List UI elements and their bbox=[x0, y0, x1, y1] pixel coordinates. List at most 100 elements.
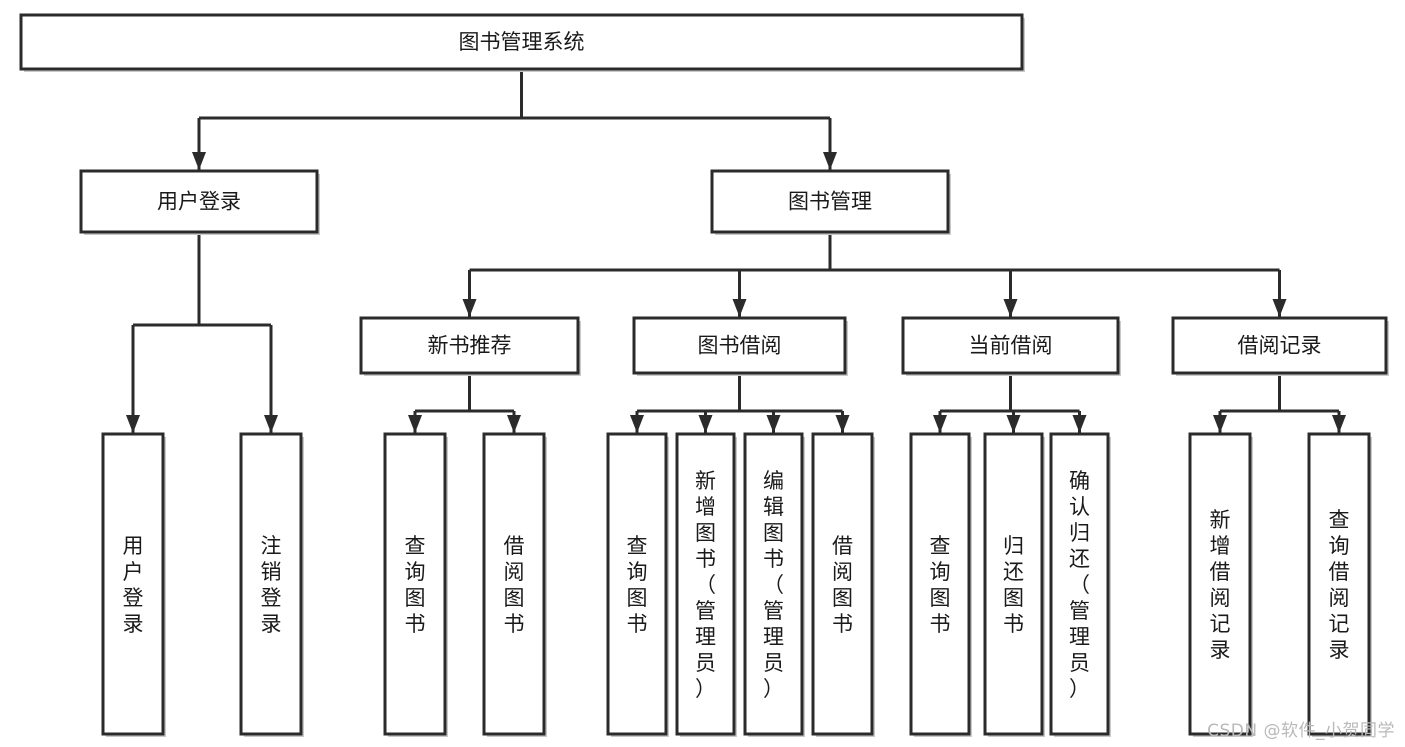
node-label: 借阅记录 bbox=[1238, 334, 1322, 358]
root-node[interactable]: 图书管理系统 bbox=[19, 13, 1025, 72]
node-label-char: 图 bbox=[627, 586, 648, 610]
arrow-head bbox=[126, 415, 140, 433]
node-rect[interactable] bbox=[632, 316, 847, 375]
node-rect[interactable] bbox=[606, 432, 668, 736]
watermark-label: CSDN @软件_小贺同学 bbox=[1207, 721, 1395, 741]
node-label-char: 查 bbox=[1329, 508, 1350, 532]
node-label-char: 借 bbox=[504, 534, 525, 558]
node-label-char: 销 bbox=[261, 560, 282, 584]
arrow-head bbox=[1332, 415, 1346, 433]
node-label-char: 阅 bbox=[504, 560, 525, 584]
node-label-char: 归 bbox=[1003, 534, 1024, 558]
node-label: 新书推荐 bbox=[428, 334, 512, 358]
node-rect[interactable] bbox=[811, 432, 874, 736]
node-label-char: 书 bbox=[405, 612, 426, 636]
arrow-head bbox=[823, 152, 837, 170]
level2-node[interactable]: 用户登录 bbox=[79, 169, 320, 235]
level3-node[interactable]: 借阅记录 bbox=[1171, 316, 1389, 376]
node-label-char: 员 bbox=[763, 651, 784, 675]
node-label-char: 查 bbox=[405, 534, 426, 558]
node-label: 当前借阅 bbox=[969, 334, 1053, 358]
node-label-char: 登 bbox=[123, 586, 144, 610]
node-rect[interactable] bbox=[901, 316, 1120, 375]
node-label-char: 辑 bbox=[763, 495, 784, 519]
connectors-layer bbox=[126, 69, 1346, 433]
arrow-head bbox=[192, 152, 206, 170]
node-label-char: （ bbox=[695, 573, 716, 597]
node-rect[interactable] bbox=[743, 432, 804, 736]
node-label-char: 图 bbox=[695, 521, 716, 545]
node-label-char: 户 bbox=[123, 560, 144, 584]
node-label-char: 记 bbox=[1329, 612, 1350, 636]
arrow-head bbox=[408, 415, 422, 433]
node-label-char: ） bbox=[763, 677, 784, 701]
node-rect[interactable] bbox=[1171, 316, 1388, 375]
arrow-head bbox=[732, 299, 747, 317]
node-rect[interactable] bbox=[19, 13, 1024, 71]
node-label-char: 新 bbox=[1210, 508, 1231, 532]
node-rect[interactable] bbox=[359, 316, 580, 375]
node-label: 图书管理 bbox=[788, 190, 872, 214]
node-label-char: 书 bbox=[504, 612, 525, 636]
node-rect[interactable] bbox=[1188, 432, 1252, 736]
node-label-char: 书 bbox=[695, 547, 716, 571]
arrow-head bbox=[1272, 299, 1287, 317]
node-rect[interactable] bbox=[1049, 432, 1110, 736]
node-rect[interactable] bbox=[101, 432, 165, 736]
node-label-char: 图 bbox=[930, 586, 951, 610]
node-label-char: 记 bbox=[1210, 612, 1231, 636]
node-label-char: 阅 bbox=[832, 560, 853, 584]
level3-node[interactable]: 新书推荐 bbox=[359, 316, 581, 376]
node-label-char: 图 bbox=[1003, 586, 1024, 610]
node-label-char: 理 bbox=[1069, 625, 1090, 649]
node-rect[interactable] bbox=[710, 169, 950, 234]
leaf-node[interactable]: 用户登录 bbox=[101, 432, 166, 737]
node-label-char: 借 bbox=[1210, 560, 1231, 584]
node-label-char: 书 bbox=[832, 612, 853, 636]
node-label-char: 员 bbox=[1069, 651, 1090, 675]
arrow-head bbox=[630, 415, 644, 433]
node-rect[interactable] bbox=[983, 432, 1044, 736]
node-label-char: 阅 bbox=[1210, 586, 1231, 610]
arrow-head bbox=[264, 415, 278, 433]
node-rect[interactable] bbox=[79, 169, 319, 234]
node-label-char: 管 bbox=[695, 599, 716, 623]
node-rect[interactable] bbox=[1307, 432, 1371, 736]
node-label-char: ） bbox=[695, 677, 716, 701]
node-rect[interactable] bbox=[675, 432, 736, 736]
node-label-char: 查 bbox=[627, 534, 648, 558]
node-rect[interactable] bbox=[909, 432, 971, 736]
node-label-char: 管 bbox=[763, 599, 784, 623]
node-label-char: （ bbox=[763, 573, 784, 597]
node-label-char: 员 bbox=[695, 651, 716, 675]
arrow-head bbox=[507, 415, 521, 433]
node-label-char: 借 bbox=[832, 534, 853, 558]
node-label-char: 录 bbox=[261, 612, 282, 636]
node-label-char: 理 bbox=[695, 625, 716, 649]
node-label-char: 书 bbox=[763, 547, 784, 571]
level3-node[interactable]: 图书借阅 bbox=[632, 316, 848, 376]
node-label-char: 图 bbox=[763, 521, 784, 545]
node-label-char: 书 bbox=[627, 612, 648, 636]
node-rect[interactable] bbox=[239, 432, 303, 736]
node-label: 图书借阅 bbox=[698, 334, 782, 358]
level3-node[interactable]: 当前借阅 bbox=[901, 316, 1121, 376]
node-rect[interactable] bbox=[383, 432, 447, 736]
node-rect[interactable] bbox=[482, 432, 546, 736]
node-label-char: 归 bbox=[1069, 521, 1090, 545]
level2-node[interactable]: 图书管理 bbox=[710, 169, 951, 235]
node-label-char: 还 bbox=[1003, 560, 1024, 584]
